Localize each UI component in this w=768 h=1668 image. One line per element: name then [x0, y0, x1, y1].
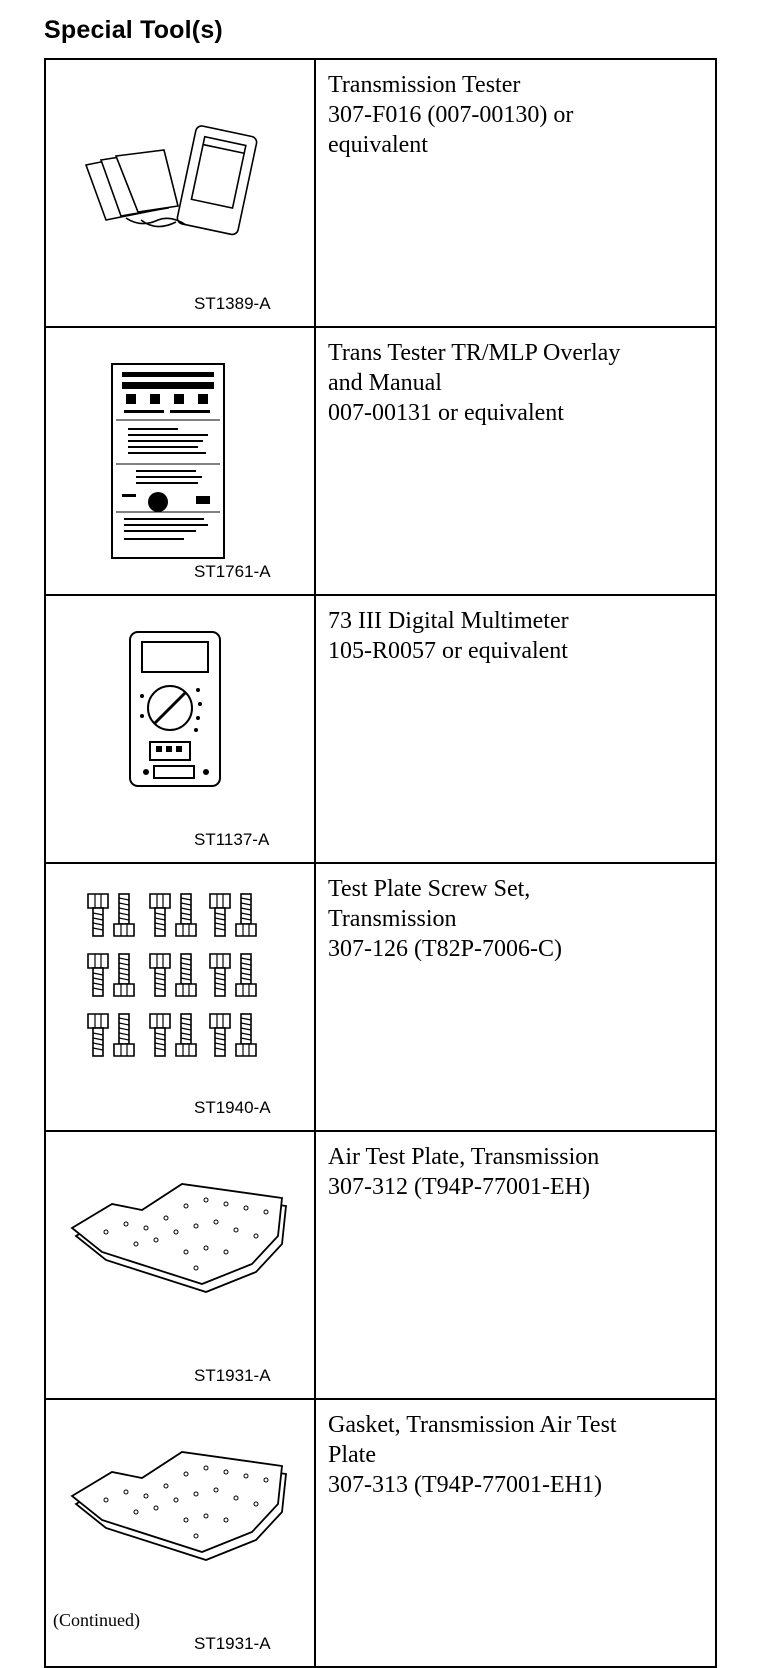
overlay-manual-illustration — [111, 363, 225, 559]
continued-note: (Continued) — [53, 1610, 140, 1630]
special-tools-table: ST1389-A Transmission Tester 307-F016 (0… — [44, 58, 717, 1668]
screw-set-illustration — [87, 893, 257, 1057]
table-row: ST1940-A Test Plate Screw Set, Transmiss… — [44, 862, 717, 1132]
tool-description-cell: Transmission Tester 307-F016 (007-00130)… — [314, 58, 717, 328]
tool-description-line: Trans Tester TR/MLP Overlay — [328, 340, 621, 366]
tool-description-cell: Test Plate Screw Set, Transmission 307-1… — [314, 862, 717, 1132]
tool-description-line: 307-F016 (007-00130) or — [328, 102, 574, 128]
tool-illustration-cell: ST1931-A — [44, 1398, 316, 1668]
table-row: ST1931-A Air Test Plate, Transmission 30… — [44, 1130, 717, 1400]
tool-description-line: 307-312 (T94P-77001-EH) — [328, 1174, 590, 1200]
tool-description-line: 105-R0057 or equivalent — [328, 638, 568, 664]
tool-description-line: 73 III Digital Multimeter — [328, 608, 569, 634]
table-row: ST1389-A Transmission Tester 307-F016 (0… — [44, 58, 717, 328]
tool-description-line: Test Plate Screw Set, — [328, 876, 531, 902]
tool-description-line: Gasket, Transmission Air Test — [328, 1412, 617, 1438]
table-row: ST1137-A 73 III Digital Multimeter 105-R… — [44, 594, 717, 864]
air-test-plate-illustration — [70, 1183, 287, 1293]
tool-illustration-cell: ST1761-A — [44, 326, 316, 596]
tool-description-line: 307-126 (T82P-7006-C) — [328, 936, 562, 962]
tool-code: ST1931-A — [194, 1366, 271, 1385]
tool-illustration-cell: ST1137-A — [44, 594, 316, 864]
tool-description-line: Plate — [328, 1442, 376, 1468]
tool-description-line: equivalent — [328, 132, 428, 158]
tool-code: ST1931-A — [194, 1634, 271, 1653]
tool-description-line: Transmission Tester — [328, 72, 521, 98]
tool-code: ST1940-A — [194, 1098, 271, 1117]
tool-code: ST1761-A — [194, 562, 271, 581]
transmission-tester-illustration — [84, 125, 258, 236]
test-plate-gasket-illustration — [70, 1451, 287, 1561]
tool-description-line: Transmission — [328, 906, 457, 932]
table-row: ST1761-A Trans Tester TR/MLP Overlay and… — [44, 326, 717, 596]
tool-description-line: and Manual — [328, 370, 442, 396]
tool-description-cell: Gasket, Transmission Air Test Plate 307-… — [314, 1398, 717, 1668]
tool-description-cell: Trans Tester TR/MLP Overlay and Manual 0… — [314, 326, 717, 596]
tool-illustration-cell: ST1940-A — [44, 862, 316, 1132]
tool-description-cell: 73 III Digital Multimeter 105-R0057 or e… — [314, 594, 717, 864]
tool-description-line: Air Test Plate, Transmission — [328, 1144, 600, 1170]
tool-description-line: 307-313 (T94P-77001-EH1) — [328, 1472, 602, 1498]
tool-code: ST1137-A — [194, 830, 270, 849]
tool-illustration-cell: ST1389-A — [44, 58, 316, 328]
tool-description-cell: Air Test Plate, Transmission 307-312 (T9… — [314, 1130, 717, 1400]
page-title: Special Tool(s) — [44, 16, 223, 44]
tool-description-line: 007-00131 or equivalent — [328, 400, 564, 426]
digital-multimeter-illustration — [129, 631, 221, 787]
tool-illustration-cell: ST1931-A — [44, 1130, 316, 1400]
table-row: ST1931-A Gasket, Transmission Air Test P… — [44, 1398, 717, 1668]
tool-code: ST1389-A — [194, 294, 271, 313]
